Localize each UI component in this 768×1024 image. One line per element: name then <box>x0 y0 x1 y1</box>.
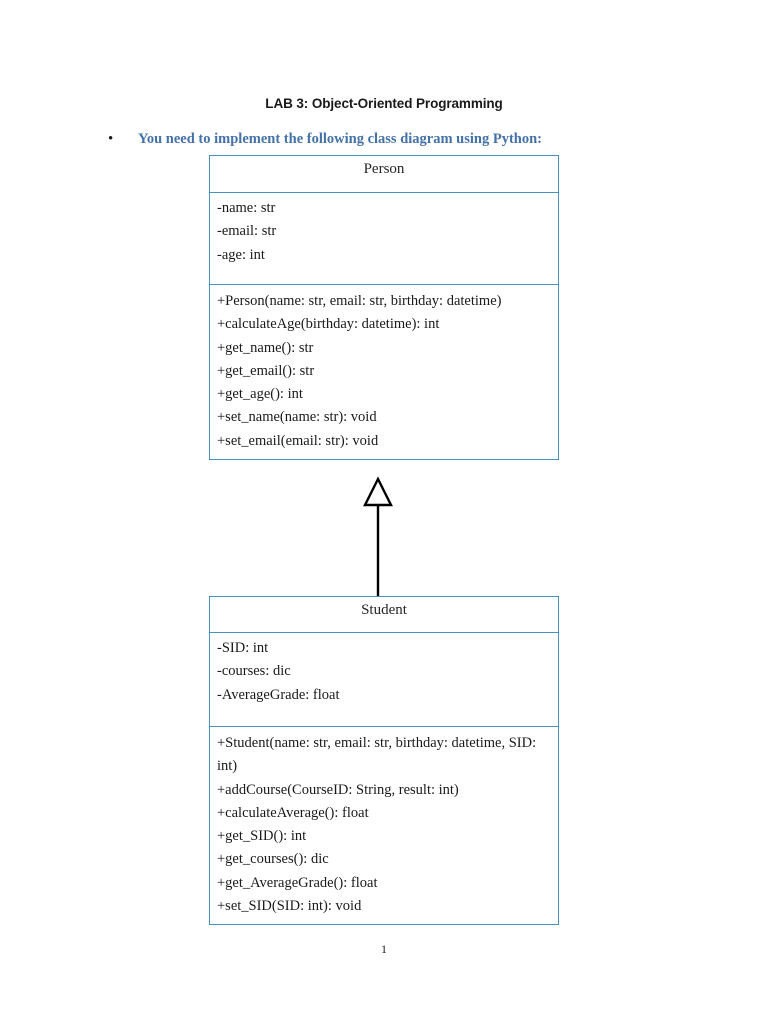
page-number: 1 <box>381 942 387 956</box>
uml-attribute: -email: str <box>217 223 277 240</box>
uml-method: +set_SID(SID: int): void <box>217 898 362 915</box>
uml-method: +get_SID(): int <box>217 828 307 845</box>
uml-class-person: Person -name: str -email: str -age: int … <box>209 155 559 461</box>
uml-attribute: -name: str <box>217 200 276 216</box>
hollow-triangle-arrowhead-icon <box>363 476 393 507</box>
uml-methods-person: +Person(name: str, email: str, birthday:… <box>210 285 558 459</box>
uml-class-student: Student -SID: int -courses: dic -Average… <box>209 596 559 926</box>
instruction-text: You need to implement the following clas… <box>138 131 543 147</box>
uml-method: +get_email(): str <box>217 362 315 379</box>
uml-class-name-person: Person <box>210 156 558 193</box>
uml-method: +get_courses(): dic <box>217 851 329 868</box>
uml-method: +calculateAverage(): float <box>217 804 369 821</box>
uml-method: +get_AverageGrade(): float <box>217 874 378 891</box>
uml-method: +Student(name: str, email: str, birthday… <box>217 735 537 775</box>
uml-methods-student: +Student(name: str, email: str, birthday… <box>210 727 558 924</box>
uml-method: +get_age(): int <box>217 386 303 403</box>
uml-attribute: -SID: int <box>217 640 269 656</box>
bullet-icon: • <box>108 131 114 147</box>
page-title: LAB 3: Object-Oriented Programming <box>265 96 503 111</box>
uml-method: +Person(name: str, email: str, birthday:… <box>217 293 502 309</box>
uml-class-name-student: Student <box>210 597 558 633</box>
uml-attributes-person: -name: str -email: str -age: int <box>210 193 558 285</box>
inheritance-connector <box>356 476 400 598</box>
uml-attribute: -AverageGrade: float <box>217 686 340 703</box>
uml-method: +set_email(email: str): void <box>217 432 379 449</box>
uml-method: +addCourse(CourseID: String, result: int… <box>217 781 459 798</box>
uml-method: +get_name(): str <box>217 339 314 356</box>
uml-attribute: -age: int <box>217 246 265 263</box>
uml-attribute: -courses: dic <box>217 663 291 680</box>
instruction-bullet-item: • You need to implement the following cl… <box>108 131 708 148</box>
uml-attributes-student: -SID: int -courses: dic -AverageGrade: f… <box>210 633 558 727</box>
uml-method: +calculateAge(birthday: datetime): int <box>217 316 440 333</box>
uml-method: +set_name(name: str): void <box>217 409 377 426</box>
